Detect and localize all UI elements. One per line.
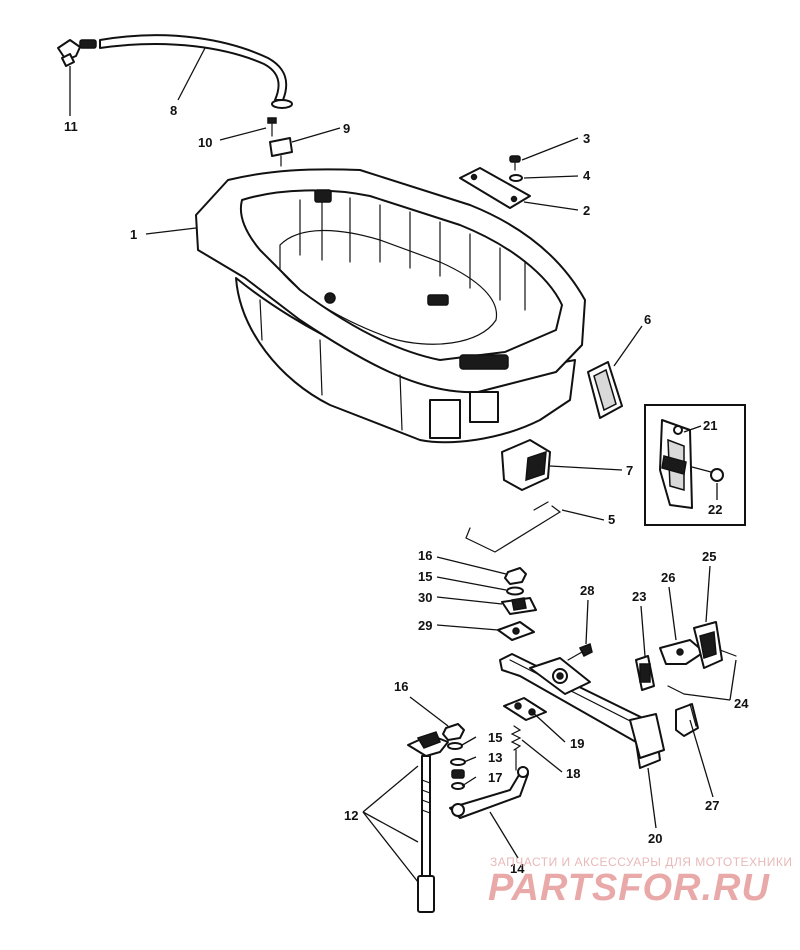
part-22-bolt (691, 466, 724, 482)
part-24-pins (667, 649, 737, 695)
callout-6: 6 (644, 312, 651, 327)
part-28-screw (567, 642, 593, 661)
watermark-logo: PARTSFOR.RU (488, 867, 770, 909)
part-21-latch (659, 419, 693, 509)
part-9-fitting (269, 137, 293, 167)
hose-clip (271, 99, 293, 109)
leader-lines (69, 47, 737, 883)
part-17-washer (451, 782, 465, 790)
callout-10: 10 (198, 135, 212, 150)
part-26-link (659, 639, 705, 665)
callout-16-upper: 16 (418, 548, 432, 563)
part-27-knob (675, 703, 699, 737)
part-4-washer (509, 174, 523, 182)
callout-18: 18 (566, 766, 580, 781)
callout-14: 14 (510, 861, 525, 876)
callout-5: 5 (608, 512, 615, 527)
callout-1: 1 (130, 227, 137, 242)
callout-12: 12 (344, 808, 358, 823)
part-7-grommet (501, 439, 551, 491)
part-16-nut-upper (504, 567, 527, 585)
part-16-nut-lower (442, 723, 465, 741)
part-10-screw (267, 117, 277, 137)
callout-23: 23 (632, 589, 646, 604)
callout-13: 13 (488, 750, 502, 765)
part-15-washer-lower (447, 742, 463, 750)
part-14-link-arm (449, 766, 529, 819)
callout-3: 3 (583, 131, 590, 146)
callout-15-lower: 15 (488, 730, 502, 745)
part-18-spring (510, 725, 522, 771)
part-1-bottom-cowl (195, 168, 586, 444)
inset-box (644, 404, 746, 526)
watermark-tagline: ЗАПЧАСТИ И АКСЕССУАРЫ ДЛЯ МОТОТЕХНИКИ (490, 855, 792, 869)
callout-22: 22 (708, 502, 722, 517)
callout-11: 11 (64, 119, 78, 134)
part-12-shaft (407, 731, 449, 913)
part-3-screw (509, 155, 521, 171)
callout-27: 27 (705, 798, 719, 813)
callout-9: 9 (343, 121, 350, 136)
part-2-cover-plate (459, 167, 531, 209)
part-25-lock-plate (693, 621, 723, 669)
callout-21: 21 (703, 418, 717, 433)
part-13-bushing (450, 758, 466, 779)
part-15-washer-upper (506, 586, 524, 596)
part-11-elbow-fitting (57, 39, 97, 67)
watermark: ЗАПЧАСТИ И АКСЕССУАРЫ ДЛЯ МОТОТЕХНИКИ PA… (488, 855, 792, 909)
callout-30: 30 (418, 590, 432, 605)
part-5-rod (465, 501, 562, 553)
callout-20: 20 (648, 831, 662, 846)
callout-29: 29 (418, 618, 432, 633)
part-29-plate (497, 621, 535, 641)
callout-16-lower: 16 (394, 679, 408, 694)
part-6-seal (587, 361, 623, 419)
callout-17: 17 (488, 770, 502, 785)
part-8-hose (99, 34, 288, 101)
callout-labels: 11 8 10 9 1 3 4 2 6 7 5 21 22 16 15 30 2… (64, 103, 749, 876)
callout-28: 28 (580, 583, 594, 598)
callout-24: 24 (734, 696, 749, 711)
part-30-bracket-nut (501, 597, 537, 615)
part-23-lever (635, 655, 655, 691)
callout-4: 4 (583, 168, 591, 183)
callout-7: 7 (626, 463, 633, 478)
callout-19: 19 (570, 736, 584, 751)
callout-2: 2 (583, 203, 590, 218)
part-19-slide (503, 697, 547, 721)
callout-15-upper: 15 (418, 569, 432, 584)
part-20-shift-bracket (499, 653, 665, 769)
callout-25: 25 (702, 549, 716, 564)
callout-8: 8 (170, 103, 177, 118)
callout-26: 26 (661, 570, 675, 585)
